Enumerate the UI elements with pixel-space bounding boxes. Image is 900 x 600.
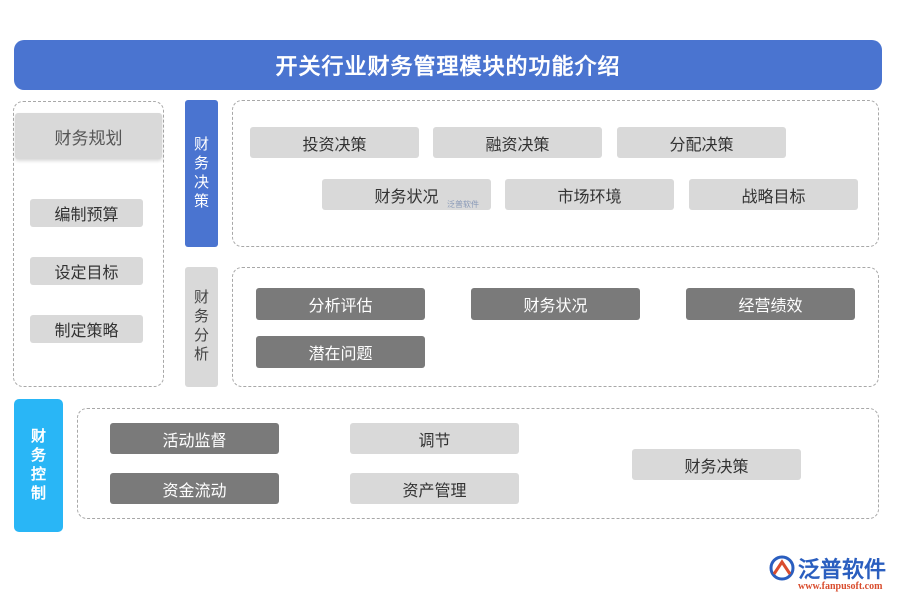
control-label: 财务控制	[14, 399, 63, 532]
control-item: 财务决策	[632, 449, 801, 480]
planning-item: 编制预算	[30, 199, 143, 227]
control-item: 活动监督	[110, 423, 279, 454]
decision-panel	[232, 100, 879, 247]
logo-icon	[769, 555, 795, 581]
page-title: 开关行业财务管理模块的功能介绍	[14, 40, 882, 90]
decision-item: 财务状况	[322, 179, 491, 210]
analysis-item: 财务状况	[471, 288, 640, 320]
analysis-label-text: 财务分析	[192, 289, 210, 365]
control-item: 调节	[350, 423, 519, 454]
decision-item: 分配决策	[617, 127, 786, 158]
company-logo: 泛普软件 www.fanpusoft.com	[768, 552, 893, 594]
control-label-text: 财务控制	[29, 427, 47, 504]
planning-item: 设定目标	[30, 257, 143, 285]
control-item: 资金流动	[110, 473, 279, 504]
planning-heading: 财务规划	[15, 113, 162, 159]
analysis-item: 经营绩效	[686, 288, 855, 320]
analysis-item: 分析评估	[256, 288, 425, 320]
planning-item: 制定策略	[30, 315, 143, 343]
decision-label-text: 财务决策	[192, 135, 210, 212]
decision-label: 财务决策	[185, 100, 218, 247]
decision-item: 战略目标	[689, 179, 858, 210]
logo-url: www.fanpusoft.com	[798, 581, 883, 592]
watermark: 泛普软件	[447, 200, 479, 209]
analysis-item: 潜在问题	[256, 336, 425, 368]
decision-item: 市场环境	[505, 179, 674, 210]
analysis-label: 财务分析	[185, 267, 218, 387]
decision-item: 投资决策	[250, 127, 419, 158]
analysis-panel	[232, 267, 879, 387]
control-item: 资产管理	[350, 473, 519, 504]
decision-item: 融资决策	[433, 127, 602, 158]
logo-name: 泛普软件	[798, 558, 887, 583]
